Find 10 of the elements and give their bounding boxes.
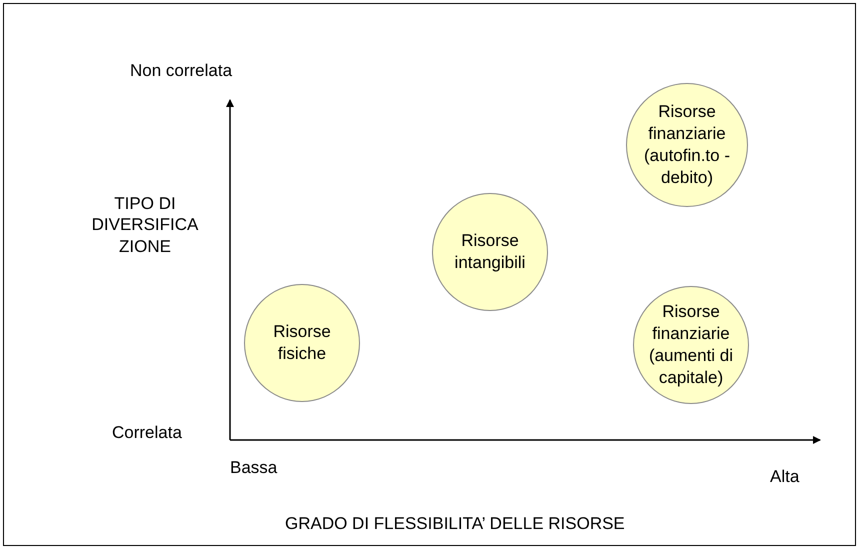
- axis-label: GRADO DI FLESSIBILITA’ DELLE RISORSE: [285, 513, 626, 534]
- axis-label: Correlata: [112, 422, 183, 444]
- axis-label: TIPO DI DIVERSIFICA ZIONE: [90, 193, 200, 257]
- node-text: Risorse finanziarie (autofin.to - debito): [643, 100, 731, 190]
- node-text: Risorse finanziarie (aumenti di capitale): [648, 300, 734, 390]
- node-text: Risorse intangibili: [454, 230, 526, 274]
- axis-label: Bassa: [230, 457, 278, 478]
- axis-label: Non correlata: [130, 60, 234, 82]
- axis-label: Alta: [770, 466, 800, 488]
- node-text: Risorse fisiche: [272, 320, 332, 365]
